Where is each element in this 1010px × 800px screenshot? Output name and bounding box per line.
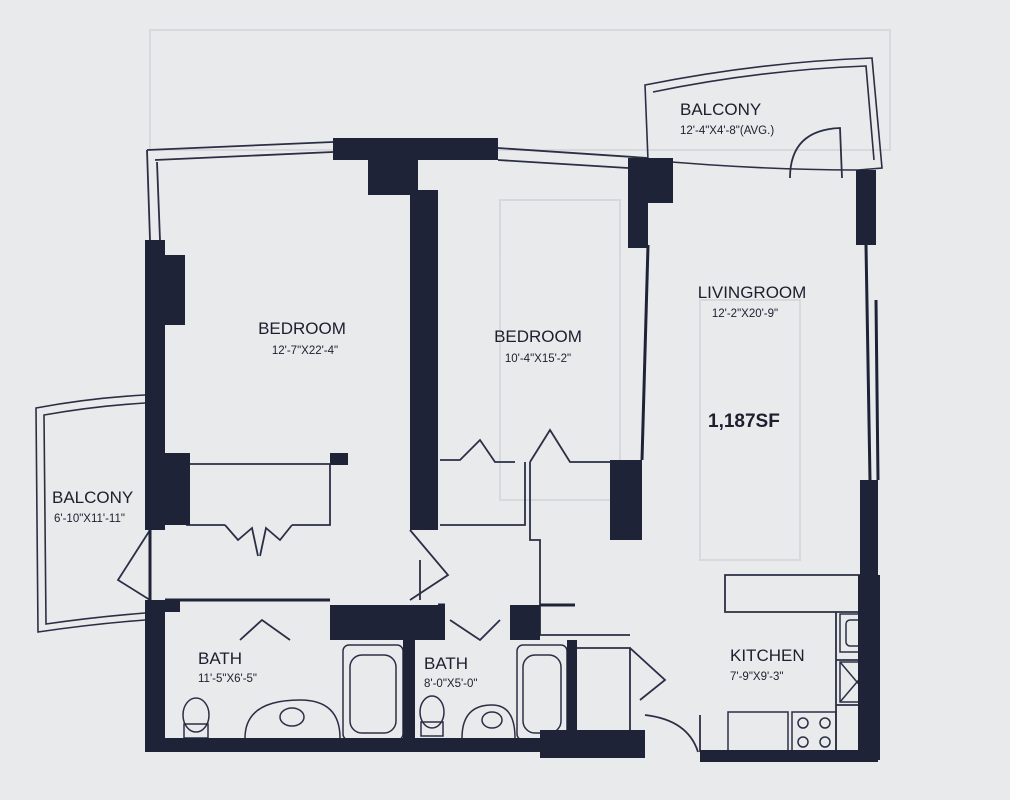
room-name-balcony-top: BALCONY bbox=[680, 100, 761, 119]
room-name-bedroom-1: BEDROOM bbox=[258, 319, 346, 338]
total-area-label: 1,187SF bbox=[708, 411, 780, 432]
walls bbox=[145, 138, 880, 762]
room-dims-livingroom: 12'-2"X20'-9" bbox=[712, 308, 778, 320]
room-dims-kitchen: 7'-9"X9'-3" bbox=[730, 671, 783, 683]
room-name-balcony-left: BALCONY bbox=[52, 488, 133, 507]
room-dims-bath-2: 8'-0"X5'-0" bbox=[424, 678, 477, 690]
room-name-bath-2: BATH bbox=[424, 654, 468, 673]
balcony-right-outline bbox=[644, 57, 883, 171]
room-dims-bath-1: 11'-5"X6'-5" bbox=[198, 673, 257, 685]
room-dims-bedroom-1: 12'-7"X22'-4" bbox=[272, 345, 338, 357]
room-dims-balcony-top: 12'-4"X4'-8"(AVG.) bbox=[680, 125, 774, 137]
room-name-bath-1: BATH bbox=[198, 649, 242, 668]
room-dims-bedroom-2: 10'-4"X15'-2" bbox=[505, 353, 571, 365]
room-dims-balcony-left: 6'-10"X11'-11" bbox=[54, 513, 125, 525]
thin-walls bbox=[148, 244, 880, 607]
room-labels: BEDROOM 12'-7"X22'-4" BEDROOM 10'-4"X15'… bbox=[52, 100, 806, 690]
balcony-left-outline bbox=[35, 394, 146, 633]
room-name-kitchen: KITCHEN bbox=[730, 646, 805, 665]
room-name-livingroom: LIVINGROOM bbox=[698, 283, 807, 302]
room-name-bedroom-2: BEDROOM bbox=[494, 327, 582, 346]
